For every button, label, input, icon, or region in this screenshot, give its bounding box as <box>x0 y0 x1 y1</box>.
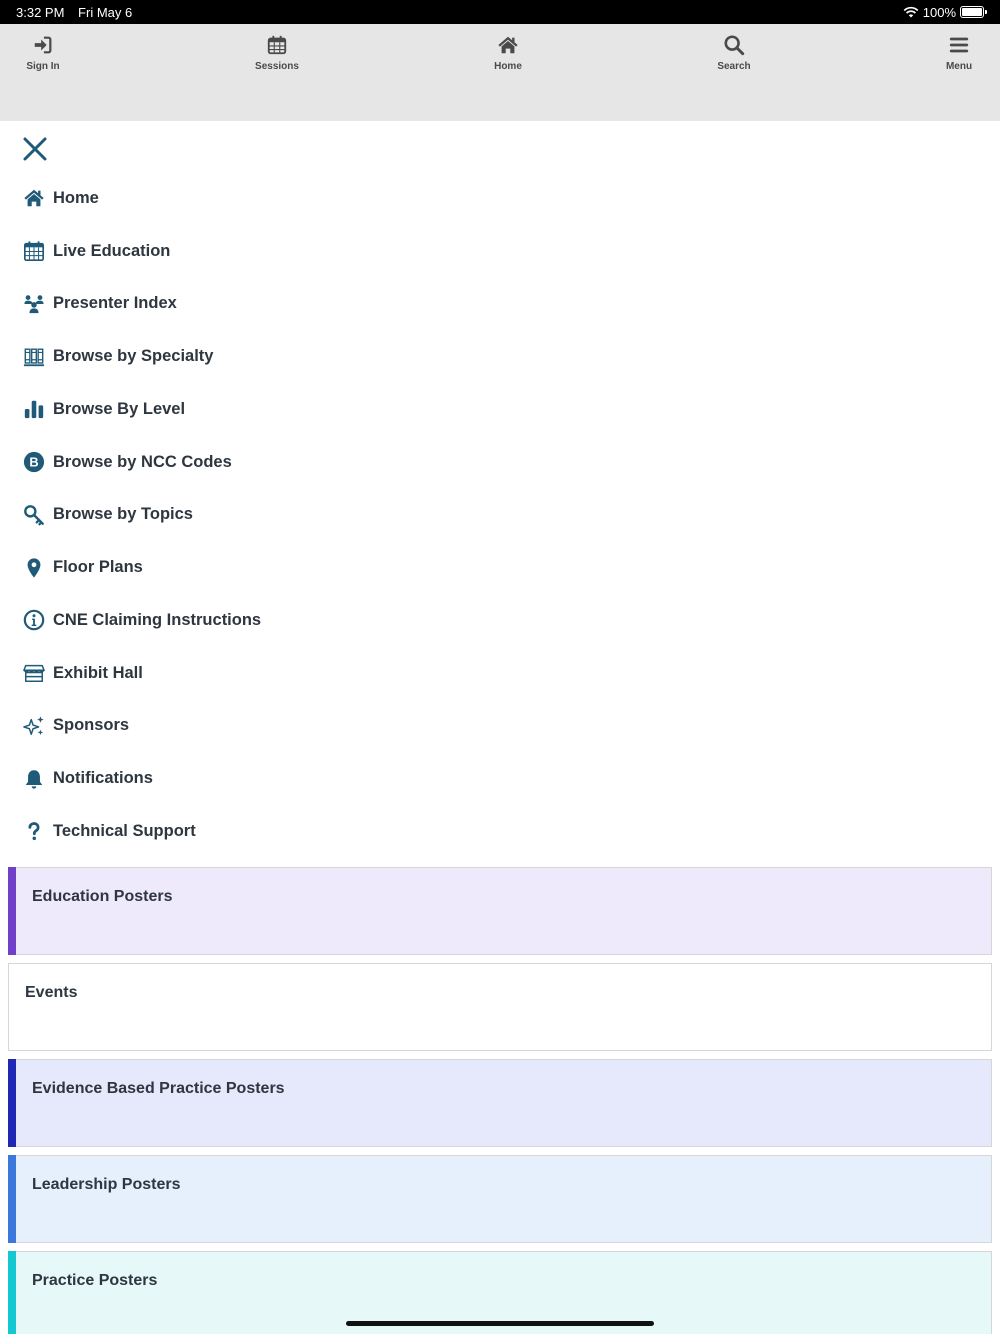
home-icon <box>498 36 518 54</box>
menu-item-label: Live Education <box>53 241 171 260</box>
tile-color-bar <box>8 1059 16 1147</box>
people-icon <box>24 295 44 314</box>
key-icon <box>24 504 44 526</box>
question-icon <box>28 822 40 841</box>
menu-item-label: Browse By Level <box>53 399 186 418</box>
menu-item-label: Technical Support <box>53 821 196 840</box>
calendar-icon <box>24 241 44 262</box>
menu-item-notifications[interactable]: Notifications <box>0 752 1000 805</box>
status-date: Fri May 6 <box>78 4 133 20</box>
menu-item-exhibit-hall[interactable]: Exhibit Hall <box>0 647 1000 700</box>
sign-in-icon <box>34 36 52 54</box>
battery-percent: 100% <box>922 4 956 20</box>
nav-search-label: Search <box>717 61 751 72</box>
close-icon <box>23 137 47 161</box>
bell-icon <box>25 769 43 789</box>
nav-sign-in-label: Sign In <box>26 61 60 72</box>
sparkles-icon <box>23 716 44 736</box>
bar-chart-icon <box>24 401 44 419</box>
home-indicator[interactable] <box>346 1321 654 1326</box>
menu-item-browse-by-specialty[interactable]: Browse by Specialty <box>0 330 1000 383</box>
tile-evidence-based-practice-posters[interactable]: Evidence Based Practice Posters <box>8 1059 992 1147</box>
tile-color-bar <box>8 1155 16 1243</box>
nav-sessions-label: Sessions <box>255 61 299 72</box>
home-icon <box>24 190 44 207</box>
tile-education-posters[interactable]: Education Posters <box>8 867 992 955</box>
tile-practice-posters[interactable]: Practice Posters <box>8 1251 992 1334</box>
status-bar: 3:32 PM Fri May 6 100% <box>0 0 1000 24</box>
tile-leadership-posters[interactable]: Leadership Posters <box>8 1155 992 1243</box>
hamburger-icon <box>949 37 969 53</box>
menu-item-browse-by-ncc-codes[interactable]: B Browse by NCC Codes <box>0 436 1000 489</box>
close-menu-button[interactable] <box>22 136 48 162</box>
nav-sign-in-button[interactable]: Sign In <box>0 34 88 72</box>
nav-search-button[interactable]: Search <box>689 34 779 72</box>
top-nav-bar: Sign In Sessions Home <box>0 24 1000 121</box>
menu-item-label: Browse by Specialty <box>53 347 214 366</box>
menu-item-label: Sponsors <box>53 716 130 735</box>
tile-label: Leadership Posters <box>32 1176 181 1193</box>
menu-item-browse-by-level[interactable]: Browse By Level <box>0 383 1000 436</box>
nav-home-button[interactable]: Home <box>463 34 553 72</box>
menu-item-label: Browse by NCC Codes <box>53 452 232 471</box>
menu-item-label: Exhibit Hall <box>53 663 143 682</box>
nav-menu-button[interactable]: Menu <box>914 34 1000 72</box>
menu-item-cne-claiming-instructions[interactable]: CNE Claiming Instructions <box>0 594 1000 647</box>
nav-sessions-button[interactable]: Sessions <box>232 34 322 72</box>
status-left: 3:32 PM Fri May 6 <box>16 5 142 20</box>
menu-item-label: Notifications <box>53 769 153 788</box>
letter-b-icon: B <box>23 452 45 473</box>
menu-item-label: Presenter Index <box>53 294 177 313</box>
side-menu-list: Home Live Education <box>0 172 1000 858</box>
menu-item-label: Floor Plans <box>53 558 143 577</box>
menu-item-presenter-index[interactable]: Presenter Index <box>0 278 1000 331</box>
menu-item-sponsors[interactable]: Sponsors <box>0 700 1000 753</box>
battery-icon <box>960 6 987 18</box>
tile-label: Education Posters <box>32 888 173 905</box>
wifi-icon <box>903 6 919 18</box>
tile-label: Practice Posters <box>32 1272 158 1289</box>
menu-item-label: CNE Claiming Instructions <box>53 610 262 629</box>
info-icon <box>23 610 45 631</box>
tile-events[interactable]: Events <box>8 963 992 1051</box>
menu-item-floor-plans[interactable]: Floor Plans <box>0 541 1000 594</box>
nav-menu-label: Menu <box>945 61 973 72</box>
search-icon <box>724 35 745 56</box>
menu-item-home[interactable]: Home <box>0 172 1000 225</box>
tile-label: Events <box>25 984 78 1001</box>
store-icon <box>23 665 45 683</box>
calendar-icon <box>267 35 287 55</box>
menu-item-label: Browse by Topics <box>53 505 193 524</box>
category-tiles: Education Posters Events Evidence Based … <box>8 867 992 1334</box>
svg-text:B: B <box>29 455 38 470</box>
books-icon <box>23 348 45 366</box>
menu-item-live-education[interactable]: Live Education <box>0 225 1000 278</box>
tile-label: Evidence Based Practice Posters <box>32 1080 285 1097</box>
menu-item-browse-by-topics[interactable]: Browse by Topics <box>0 489 1000 542</box>
menu-item-technical-support[interactable]: Technical Support <box>0 805 1000 858</box>
tile-color-bar <box>8 867 16 955</box>
map-pin-icon <box>27 558 41 578</box>
status-time: 3:32 PM <box>16 4 65 20</box>
tile-color-bar <box>8 1251 16 1334</box>
menu-item-label: Home <box>53 188 99 207</box>
status-right: 100% <box>903 4 987 20</box>
nav-home-label: Home <box>494 61 522 72</box>
